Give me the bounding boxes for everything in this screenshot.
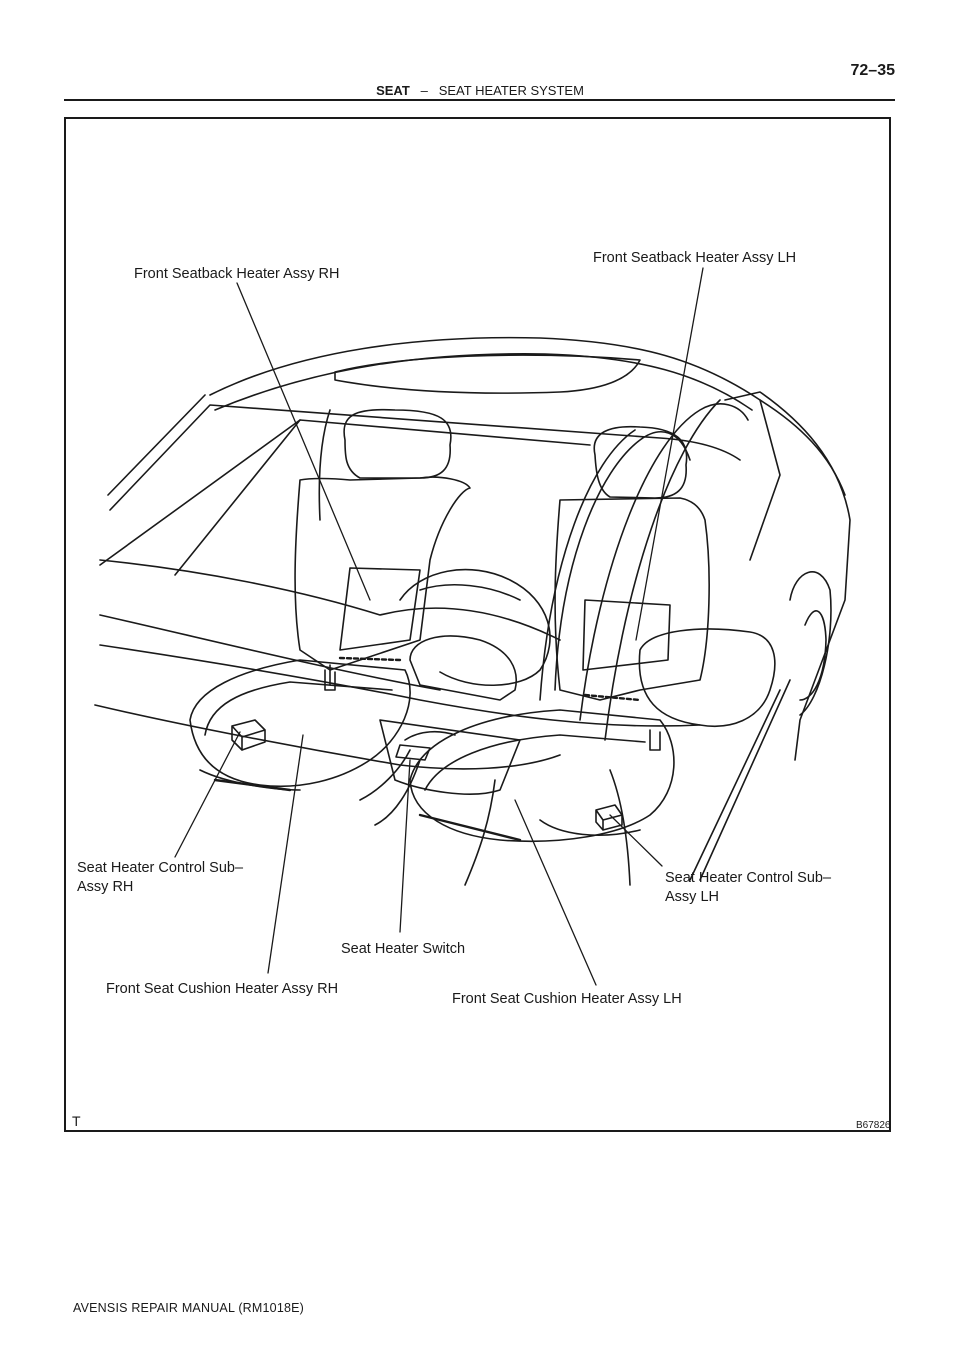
label-seat-heater-control-lh-line2: Assy LH <box>665 889 719 905</box>
label-front-seatback-heater-rh: Front Seatback Heater Assy RH <box>134 266 340 282</box>
figure-code: B67826 <box>856 1120 891 1131</box>
seat-heater-switch-panel <box>395 744 431 761</box>
lh-headrest <box>593 425 688 499</box>
side-mirror <box>638 628 776 727</box>
door-frame-arch <box>554 431 691 691</box>
rh-seatback <box>294 476 471 671</box>
label-front-seat-cushion-heater-lh: Front Seat Cushion Heater Assy LH <box>452 991 682 1007</box>
header-separator: – <box>420 83 428 98</box>
label-seat-heater-switch: Seat Heater Switch <box>341 941 466 957</box>
label-seat-heater-control-rh-line1: Seat Heater Control Sub– <box>77 860 244 876</box>
lh-seatback-heater <box>582 599 671 671</box>
rh-headrest <box>343 408 452 479</box>
label-seat-heater-control-rh: Seat Heater Control Sub– Assy RH <box>77 859 243 897</box>
label-seat-heater-control-rh-line2: Assy RH <box>77 879 134 895</box>
roof-outline <box>209 336 846 496</box>
rear-door <box>724 391 851 761</box>
lh-seatback <box>554 497 710 701</box>
sunroof <box>334 354 641 394</box>
label-front-seatback-heater-lh: Front Seatback Heater Assy LH <box>593 250 797 266</box>
footer-manual-id: AVENSIS REPAIR MANUAL (RM1018E) <box>73 1301 305 1315</box>
rh-cushion <box>189 659 411 788</box>
rh-seatback-heater <box>339 567 421 651</box>
figure-frame <box>64 117 891 1132</box>
label-front-seat-cushion-heater-rh: Front Seat Cushion Heater Assy RH <box>106 981 339 997</box>
header-rule <box>64 99 895 101</box>
leader-lines <box>174 267 704 986</box>
corner-mark: T <box>72 1113 81 1129</box>
center-console <box>409 635 517 701</box>
header-subsection: SEAT HEATER SYSTEM <box>438 83 584 98</box>
dashboard <box>99 559 561 641</box>
running-header: SEAT – SEAT HEATER SYSTEM <box>0 83 960 98</box>
steering-wheel <box>399 568 551 687</box>
lh-cushion <box>409 709 675 843</box>
roof-inner <box>214 353 753 411</box>
windshield-frame <box>109 404 741 511</box>
lh-control-unit <box>595 804 623 831</box>
page-number: 72–35 <box>850 62 896 79</box>
header-section: SEAT <box>376 83 410 98</box>
label-seat-heater-control-lh: Seat Heater Control Sub– Assy LH <box>665 869 831 907</box>
rear-wheel-arch <box>789 571 832 716</box>
label-seat-heater-control-lh-line1: Seat Heater Control Sub– <box>665 870 832 886</box>
